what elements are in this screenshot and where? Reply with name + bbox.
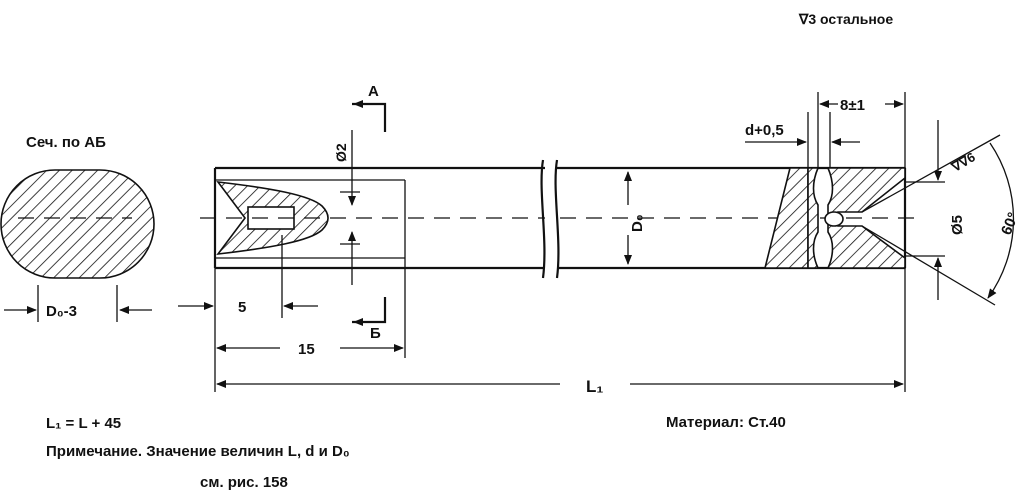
- dim-d5: [905, 120, 945, 300]
- break-marks: [540, 159, 560, 279]
- dim-8: [817, 92, 906, 168]
- dim-d5-label: Ø5: [949, 215, 966, 235]
- section-title: Сеч. по АБ: [26, 134, 106, 151]
- dim-5-label: 5: [238, 299, 246, 316]
- note-see: см. рис. 158: [200, 474, 288, 491]
- note-remark: Примечание. Значение величин L, d и D₀: [46, 443, 350, 460]
- dim-l1-label: L₁: [586, 377, 603, 396]
- shaft-right: [557, 166, 920, 270]
- dim-15-label: 15: [298, 341, 315, 358]
- note-l1-formula: L₁ = L + 45: [46, 415, 121, 432]
- dim-l1: [216, 268, 906, 392]
- dim-d0-label: D₀: [629, 214, 646, 232]
- cut-marker-b: [352, 297, 387, 326]
- angle-60: [861, 134, 1015, 306]
- roughness-6-label: ∇∇6: [948, 149, 978, 175]
- dim-d-plus-label: d+0,5: [745, 122, 784, 139]
- marker-b: Б: [370, 325, 381, 342]
- section-view: [0, 169, 155, 322]
- section-width-label: D₀-3: [46, 303, 77, 320]
- dim-8-label: 8±1: [840, 97, 865, 114]
- cut-marker-a: [352, 100, 387, 132]
- note-material: Материал: Ст.40: [666, 414, 786, 431]
- dim-d2-label: Ø2: [333, 143, 349, 162]
- shaft-left: [200, 130, 545, 285]
- marker-a: A: [368, 83, 379, 100]
- angle-60-label: 60°: [998, 210, 1022, 237]
- roughness-note: ∇3 остальное: [798, 11, 893, 27]
- dim-15: [216, 258, 406, 358]
- dim-d-plus: [745, 112, 860, 168]
- dim-5: [178, 235, 318, 392]
